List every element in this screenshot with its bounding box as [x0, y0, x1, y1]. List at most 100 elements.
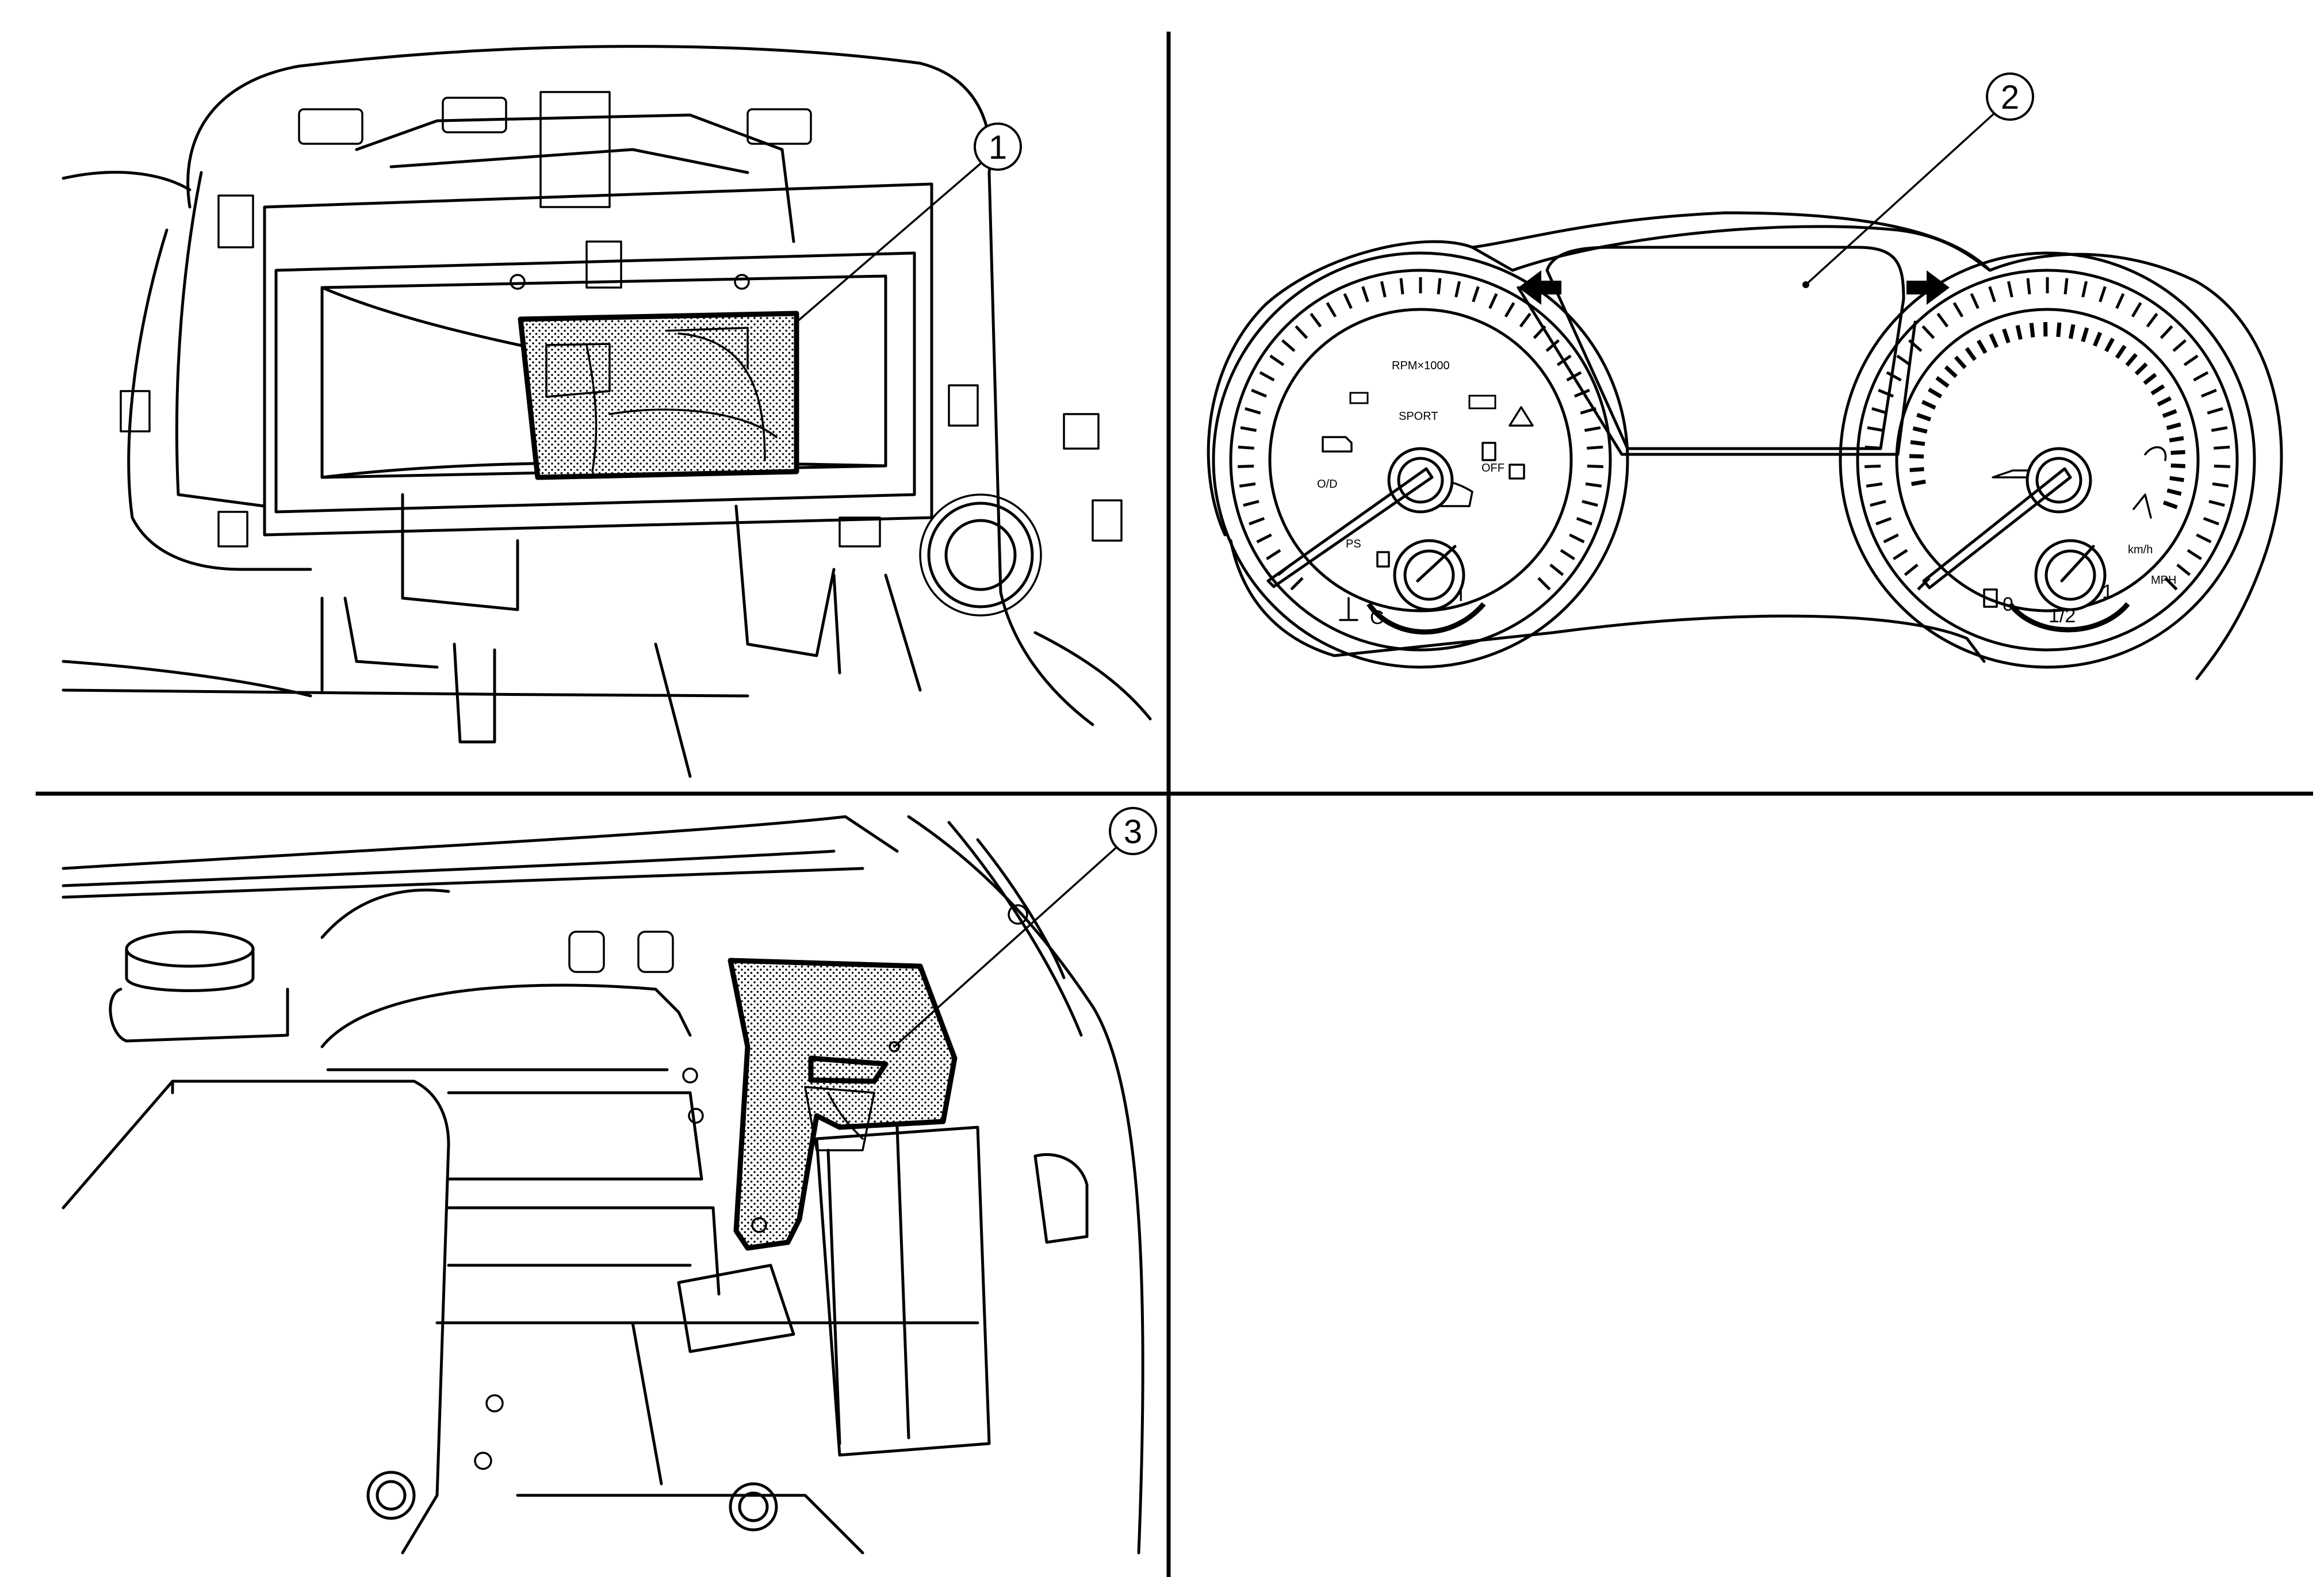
tach-tick	[1380, 281, 1387, 298]
callout-2: 2	[1802, 72, 2034, 288]
speed-tick	[1866, 482, 1883, 488]
speed-tick	[1904, 564, 1919, 576]
tach-tick	[1537, 577, 1551, 591]
tach-tick	[1545, 339, 1560, 352]
battery-icon	[1349, 392, 1369, 404]
tach-tick	[1533, 325, 1546, 339]
callout-1: 1	[795, 123, 1022, 323]
left-turn-arrow-icon	[1518, 270, 1561, 305]
speed-tick	[1875, 517, 1892, 526]
speed-tick	[1988, 286, 1996, 303]
speed-inner-tick	[1989, 333, 1999, 349]
tach-tick	[1251, 388, 1268, 398]
speed-inner-tick	[1916, 412, 1932, 422]
overdrive-indicator: O/D	[1317, 478, 1338, 491]
tach-tick	[1519, 312, 1532, 328]
speed-inner-tick	[1909, 467, 1924, 472]
speed-tick	[2099, 286, 2107, 303]
tach-tick	[1269, 354, 1285, 366]
slip-off-icon	[1481, 442, 1496, 461]
callout-3: 3	[893, 807, 1157, 1048]
sport-mode-label: SPORT	[1399, 410, 1438, 423]
component-1-unit	[518, 311, 799, 480]
tach-tick	[1240, 426, 1257, 432]
speed-tick	[2187, 549, 2202, 561]
speed-tick	[1896, 354, 1912, 366]
speed-tick	[2207, 407, 2223, 415]
tach-tick	[1560, 549, 1575, 561]
power-steering-indicator: PS	[1346, 538, 1361, 550]
fuel-pump-icon	[1983, 588, 1998, 608]
speed-inner-tick	[2002, 328, 2011, 344]
speed-tick	[1917, 577, 1931, 591]
tach-tick	[1582, 500, 1598, 507]
speed-inner-tick	[1976, 339, 1988, 354]
tach-tick	[1243, 500, 1259, 507]
speed-tick	[1867, 426, 1884, 432]
speed-inner-tick	[2157, 396, 2172, 407]
speed-inner-tick	[2166, 422, 2181, 430]
callout-2-number: 2	[2001, 79, 2019, 116]
tach-tick	[1549, 564, 1564, 576]
tach-tick	[1399, 278, 1404, 294]
tach-tick	[1266, 549, 1281, 561]
warning-triangle-icon	[1509, 406, 1534, 427]
airbag-icon	[2144, 446, 2167, 461]
tach-tick	[1361, 286, 1369, 303]
speed-tick	[1893, 549, 1908, 561]
speed-inner-tick	[1921, 400, 1936, 410]
tach-tick	[1488, 293, 1498, 309]
speed-tick	[1908, 339, 1923, 352]
tach-tick	[1454, 281, 1461, 298]
speed-tick	[2081, 281, 2088, 298]
headlamp-icon	[1468, 395, 1496, 409]
fuel-empty-label: 0	[2003, 594, 2013, 615]
speed-inner-tick	[2115, 345, 2127, 359]
speed-tick	[2160, 325, 2173, 339]
speed-inner-tick	[1954, 355, 1967, 369]
engine-icon	[1322, 436, 1353, 453]
component-3-unit	[728, 958, 958, 1251]
tach-tick	[1249, 517, 1265, 526]
tach-tick	[1584, 426, 1601, 432]
mph-label: MPH	[2151, 574, 2176, 587]
speed-tick	[1970, 293, 1980, 309]
speed-inner-tick	[1911, 479, 1926, 487]
speed-inner-tick	[2170, 450, 2185, 455]
tach-tick	[1573, 388, 1590, 398]
speed-tick	[1936, 312, 1949, 328]
tach-tick	[1259, 371, 1275, 382]
speed-inner-tick	[1935, 376, 1950, 388]
coolant-temp-icon	[1339, 597, 1358, 621]
fog-lamp-icon	[1376, 551, 1390, 568]
speed-tick	[2026, 278, 2031, 294]
tach-tick	[1239, 482, 1256, 488]
off-indicator: OFF	[1481, 462, 1504, 474]
speed-tick	[1864, 445, 1881, 450]
tach-tick	[1580, 407, 1596, 415]
speed-tick	[2200, 388, 2217, 398]
speed-tick	[2131, 302, 2142, 317]
speed-tick	[1871, 407, 1888, 415]
tachometer: RPM×1000 SPORT OFF O/D PS C H	[1212, 251, 1629, 669]
speed-inner-tick	[2081, 327, 2089, 343]
speed-inner-tick	[2169, 436, 2184, 443]
tach-tick	[1343, 293, 1353, 309]
speed-tick	[1883, 533, 1899, 543]
speed-tick	[2115, 293, 2125, 309]
speed-tick	[2146, 312, 2158, 328]
tach-tick	[1556, 354, 1572, 366]
speed-tick	[1870, 500, 1886, 507]
speed-inner-tick	[2169, 476, 2184, 483]
speed-tick	[2176, 564, 2191, 576]
speed-tick	[2007, 281, 2013, 298]
speed-tick	[2193, 371, 2209, 382]
panel-glovebox-area	[62, 45, 1152, 778]
speed-inner-tick	[1910, 440, 1925, 446]
speed-tick	[2211, 426, 2228, 432]
tach-tick	[1238, 445, 1254, 450]
speed-tick	[1952, 302, 1964, 317]
speed-inner-tick	[1944, 365, 1958, 378]
speed-inner-tick	[2104, 338, 2115, 353]
